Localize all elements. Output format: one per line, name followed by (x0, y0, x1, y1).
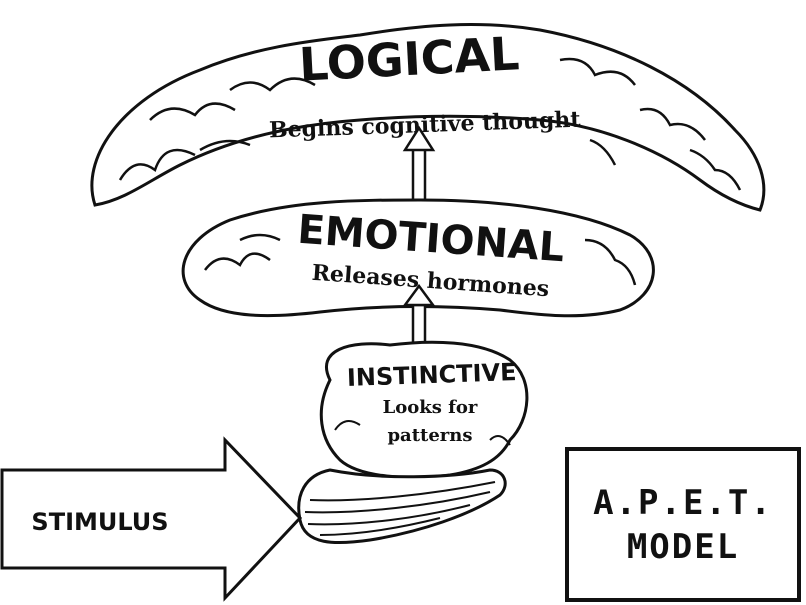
stimulus-arrow: STIMULUS (2, 440, 300, 598)
instinctive-subtitle-line2: patterns (387, 425, 472, 446)
instinctive-lobe: INSTINCTIVE Looks for patterns (299, 342, 527, 542)
logical-title: LOGICAL (298, 26, 521, 91)
instinctive-title: INSTINCTIVE (346, 358, 516, 392)
model-box-line1: A.P.E.T. (593, 481, 773, 525)
arrow-emotional-to-logical (405, 128, 433, 200)
stimulus-label: STIMULUS (31, 508, 168, 536)
apet-model-box: A.P.E.T. MODEL (565, 447, 801, 602)
model-box-line2: MODEL (627, 525, 739, 569)
instinctive-subtitle-line1: Looks for (383, 397, 478, 418)
logical-lobe: LOGICAL Begins cognitive thought (92, 25, 764, 210)
